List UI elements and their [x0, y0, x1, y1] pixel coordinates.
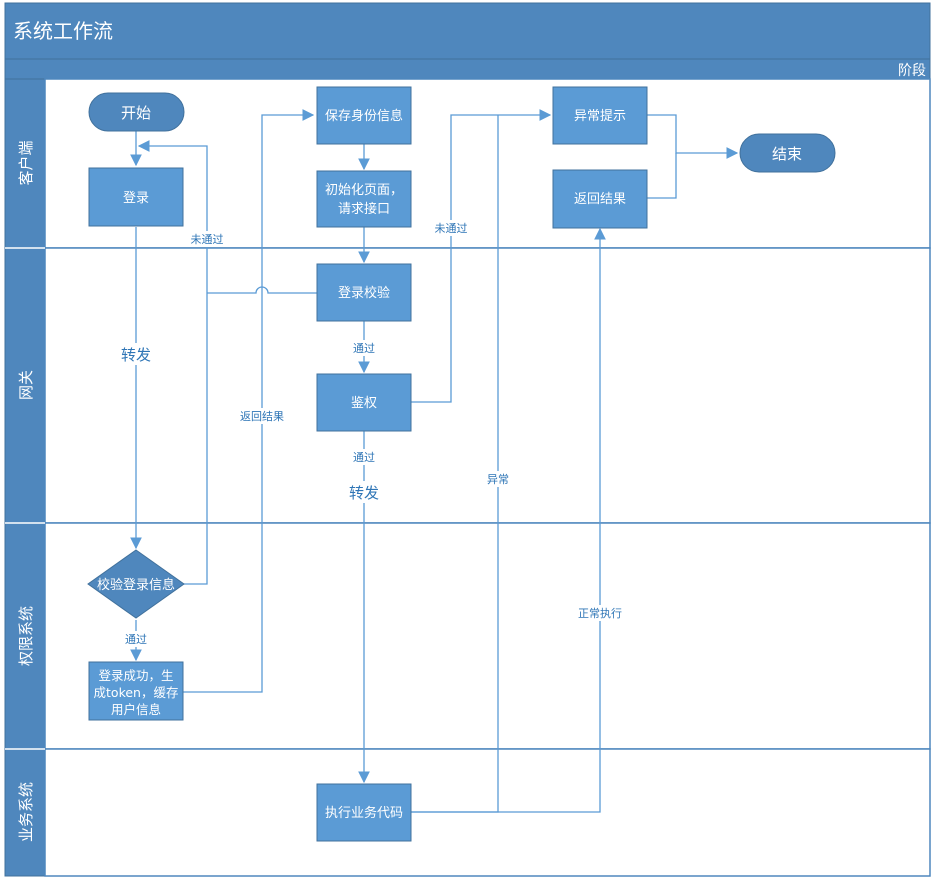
label-bg: [348, 340, 381, 356]
label-bg: [344, 481, 384, 503]
label-bg: [120, 631, 153, 647]
node-save-identity-label: 保存身份信息: [325, 108, 403, 124]
node-login-success-line3: 用户信息: [111, 702, 161, 717]
edge-label-return-result: 返回结果: [240, 410, 284, 423]
edge-label-exception: 异常: [487, 473, 509, 486]
edge-authz-not-passed: [411, 109, 552, 403]
phase-label: 阶段: [898, 63, 926, 79]
edge-label-not-passed-2: 未通过: [435, 222, 468, 235]
edge-label-forward-1: 转发: [121, 346, 151, 364]
diagram-title: 系统工作流: [13, 19, 113, 43]
node-login-success-line2: 成token，缓存: [94, 685, 179, 700]
node-init-page: [316, 170, 412, 228]
edge-error-to-end: [647, 114, 739, 159]
lane-label-business: 业务系统: [17, 782, 35, 842]
node-init-page-line2: 请求接口: [338, 201, 390, 217]
node-login-check: [316, 263, 412, 322]
edge-label-passed-2: 通过: [353, 342, 375, 355]
edge-label-passed-1: 通过: [125, 633, 147, 646]
node-login-label: 登录: [123, 191, 149, 206]
node-login-success-line1: 登录成功，生: [98, 668, 173, 683]
node-login-success: [88, 661, 184, 721]
label-bg: [188, 231, 226, 247]
node-execute-business-label: 执行业务代码: [325, 805, 403, 821]
lane-label-gateway: 网关: [17, 370, 35, 400]
node-error-prompt: [552, 86, 648, 145]
edge-label-forward-2: 转发: [349, 484, 379, 502]
lane-label-client: 客户端: [17, 140, 35, 185]
node-end: [739, 133, 836, 173]
lane-auth: [44, 522, 931, 750]
node-execute-business: [316, 783, 412, 842]
edge-label-not-passed-1: 未通过: [191, 233, 224, 246]
node-return-result-label: 返回结果: [574, 192, 626, 207]
node-save-identity: [316, 86, 412, 145]
title-bar: [4, 2, 931, 60]
edge-return-to-save: [183, 109, 315, 693]
edge-label-passed-3: 通过: [353, 451, 375, 464]
edge-verify-not-passed: [137, 140, 208, 585]
edge-check-not-passed: [207, 286, 317, 294]
node-authz: [316, 373, 412, 432]
node-verify-login-label: 校验登录信息: [97, 577, 175, 593]
node-verify-login: [87, 549, 185, 619]
node-authz-label: 鉴权: [351, 395, 377, 411]
label-bg: [432, 220, 470, 236]
node-init-page-line1: 初始化页面，: [325, 183, 403, 198]
lane-header-column: [4, 78, 46, 877]
node-start-label: 开始: [121, 104, 151, 122]
label-bg: [574, 605, 626, 621]
node-login-check-label: 登录校验: [338, 285, 390, 301]
node-end-label: 结束: [772, 145, 802, 163]
phase-bar: [4, 58, 931, 80]
node-error-prompt-label: 异常提示: [574, 108, 626, 124]
label-bg: [116, 343, 156, 365]
node-start: [88, 92, 185, 132]
node-return-result: [552, 169, 648, 229]
lane-label-auth: 权限系统: [17, 606, 35, 666]
node-login: [88, 167, 184, 227]
edge-label-normal-exec: 正常执行: [578, 606, 622, 620]
label-bg: [485, 471, 511, 487]
edge-return-to-end: [647, 153, 677, 199]
edge-execute-normal: [411, 227, 606, 813]
label-bg: [236, 408, 288, 424]
label-bg: [348, 449, 381, 465]
